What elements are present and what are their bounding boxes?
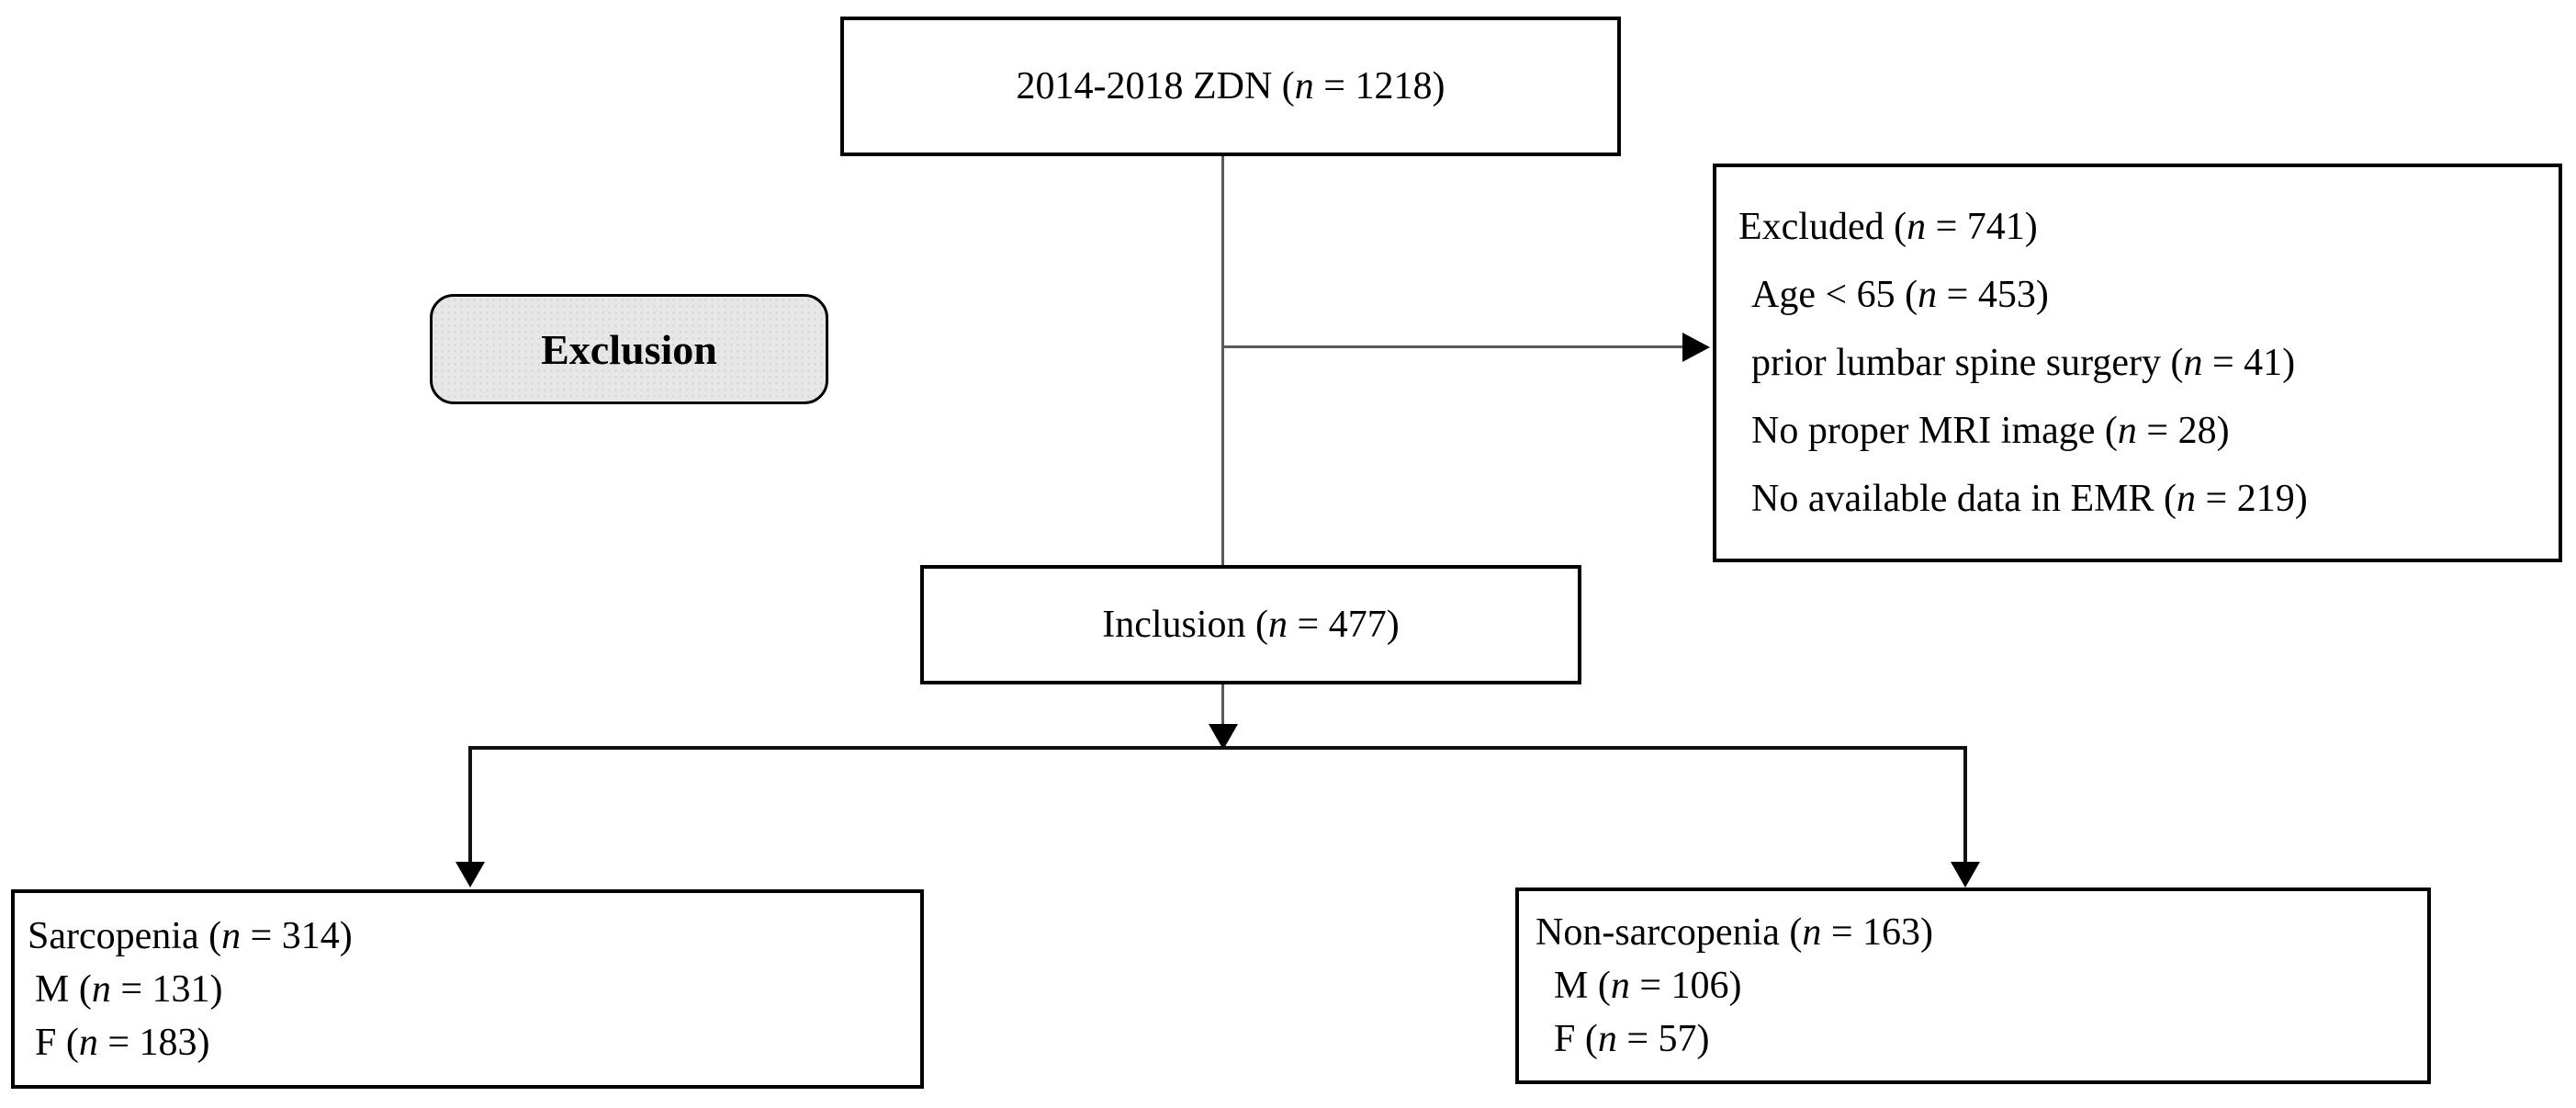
sarcopenia-line: M (n = 131): [35, 967, 223, 1011]
cohort-box: 2014-2018 ZDN (n = 1218): [840, 17, 1621, 156]
excluded-line: No proper MRI image (n = 28): [1751, 410, 2230, 452]
non-sarcopenia-line: M (n = 106): [1554, 965, 1742, 1007]
excluded-line: prior lumbar spine surgery (n = 41): [1751, 342, 2296, 384]
exclusion-pill-label: Exclusion: [541, 325, 717, 373]
connector-cohort-to-inclusion: [1221, 156, 1224, 567]
non-sarcopenia-line: Non-sarcopenia (n = 163): [1535, 911, 1934, 954]
branch-drop-right: [1963, 746, 1967, 862]
connector-inclusion-to-branch: [1221, 684, 1224, 729]
excluded-box: Excluded (n = 741) Age < 65 (n = 453) pr…: [1713, 164, 2562, 562]
arrow-right-icon: [1682, 333, 1710, 362]
arrow-down-icon: [1209, 724, 1238, 750]
excluded-line: Excluded (n = 741): [1738, 206, 2038, 248]
inclusion-box: Inclusion (n = 477): [920, 565, 1581, 684]
non-sarcopenia-line: F (n = 57): [1554, 1018, 1710, 1060]
sarcopenia-box: Sarcopenia (n = 314) M (n = 131) F (n = …: [11, 889, 924, 1089]
arrow-down-icon: [1951, 862, 1980, 888]
branch-line: [468, 746, 1967, 750]
connector-to-excluded: [1223, 345, 1684, 348]
sarcopenia-line: F (n = 183): [35, 1021, 210, 1064]
branch-drop-left: [468, 746, 472, 862]
excluded-line: No available data in EMR (n = 219): [1751, 478, 2308, 520]
inclusion-label: Inclusion (n = 477): [1102, 603, 1400, 646]
arrow-down-icon: [456, 862, 485, 888]
cohort-label: 2014-2018 ZDN (n = 1218): [1016, 64, 1445, 107]
non-sarcopenia-box: Non-sarcopenia (n = 163) M (n = 106) F (…: [1515, 888, 2431, 1084]
sarcopenia-line: Sarcopenia (n = 314): [28, 914, 353, 957]
exclusion-pill: Exclusion: [430, 294, 828, 404]
excluded-line: Age < 65 (n = 453): [1751, 274, 2049, 316]
